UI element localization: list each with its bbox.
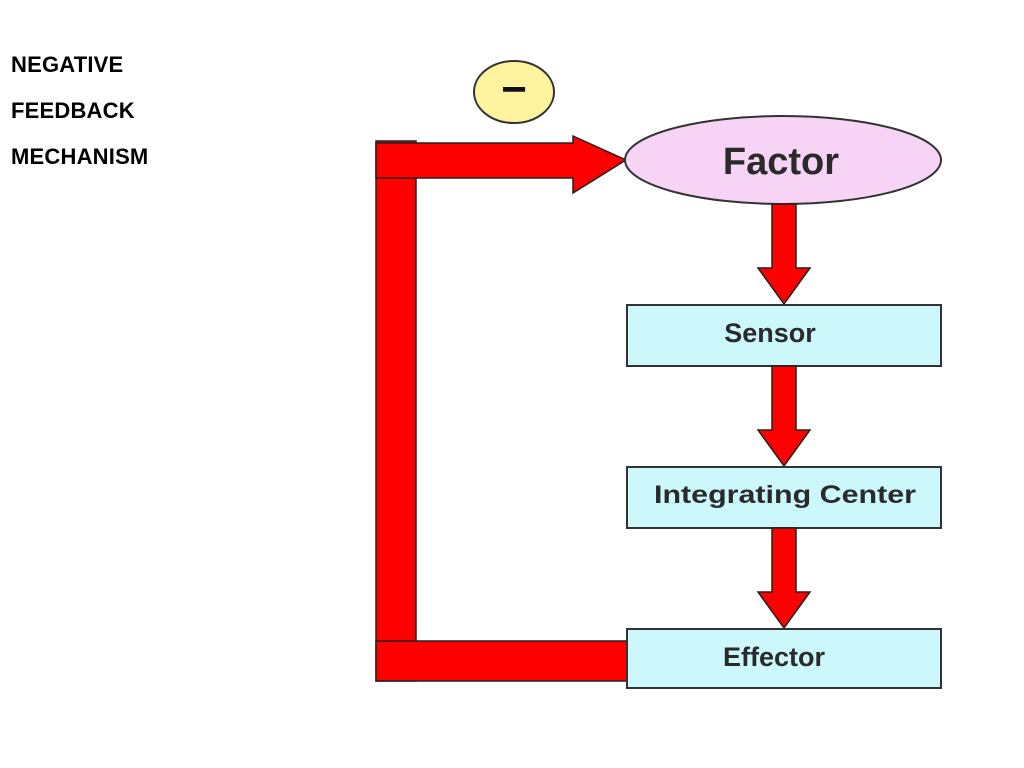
- effector-label: Effector: [723, 642, 826, 672]
- integrating-center-label: Integrating Center: [654, 481, 916, 509]
- factor-label: Factor: [723, 141, 839, 183]
- feedback-arrow-to-factor: [375, 134, 628, 195]
- title-line-mechanism: MECHANISM: [11, 144, 149, 169]
- integrating-center-node: [626, 466, 942, 529]
- sensor-node: [626, 304, 942, 367]
- effector-node: [626, 628, 942, 689]
- arrow-sensor-to-integrating-center: [756, 365, 812, 468]
- sensor-label: Sensor: [724, 318, 816, 348]
- feedback-loop-vertical-bar: [375, 140, 417, 682]
- title-line-feedback: FEEDBACK: [11, 98, 135, 123]
- arrow-factor-to-sensor: [756, 203, 812, 306]
- negative-sign-symbol: −: [501, 65, 527, 114]
- feedback-loop-bottom-bar: [375, 640, 629, 682]
- title-line-negative: NEGATIVE: [11, 52, 124, 77]
- negative-sign-circle: [473, 60, 555, 124]
- arrow-integrating-center-to-effector: [756, 527, 812, 630]
